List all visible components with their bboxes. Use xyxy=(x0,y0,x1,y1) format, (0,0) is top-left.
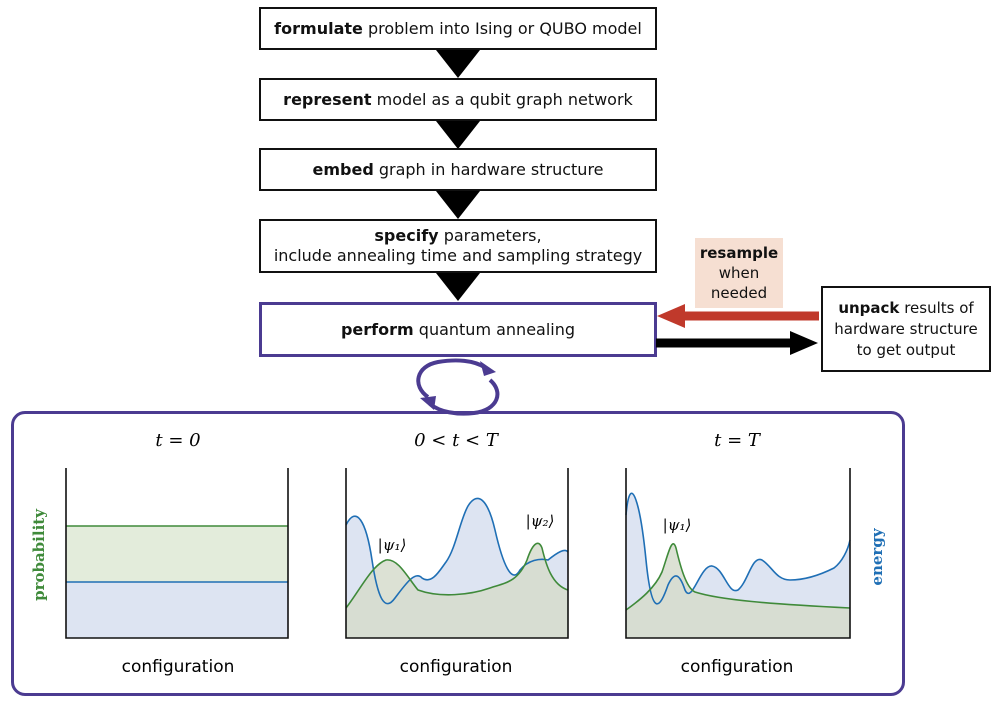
step-unpack: unpack results of hardware structure to … xyxy=(821,286,991,372)
plot-mid-title: 0 < t < T xyxy=(414,430,500,451)
step-specify: specify parameters, include annealing ti… xyxy=(259,219,657,273)
down-arrow-2 xyxy=(436,121,480,149)
energy-axis-label: energy xyxy=(868,527,886,585)
step-represent-text: model as a qubit graph network xyxy=(376,89,633,109)
plot-mid-xlabel: configuration xyxy=(400,657,513,677)
plot-mid: 0 < t < T |ψ₁⟩ |ψ₂⟩ configuration xyxy=(345,430,569,677)
step-represent: represent model as a qubit graph network xyxy=(259,78,657,121)
probability-axis-label: probability xyxy=(30,508,48,601)
plot-mid-energy-curve xyxy=(345,497,569,605)
step-embed-text: graph in hardware structure xyxy=(378,159,604,179)
step-perform-text: quantum annealing xyxy=(418,319,576,339)
plot-final: t = T |ψ₁⟩ configuration xyxy=(625,430,851,677)
plot-final-energy-curve xyxy=(625,492,851,605)
plot-final-probability-curve xyxy=(625,543,851,611)
step-specify-text: parameters, xyxy=(443,226,542,245)
plot-t0-xlabel: configuration xyxy=(122,657,235,677)
plot-mid-probability-fill xyxy=(346,543,568,638)
plot-final-xlabel: configuration xyxy=(681,657,794,677)
step-represent-keyword: represent xyxy=(283,89,372,109)
resample-line2: when xyxy=(718,264,760,282)
down-arrow-4 xyxy=(436,273,480,301)
resample-keyword: resample xyxy=(699,244,779,262)
resample-line3: needed xyxy=(710,284,768,302)
plot-t0: t = 0 configuration xyxy=(65,430,289,677)
unpack-keyword: unpack xyxy=(838,298,900,317)
plot-mid-psi2-label: |ψ₂⟩ xyxy=(526,512,555,530)
unpack-line2: hardware structure xyxy=(834,319,978,338)
step-formulate-text: problem into Ising or QUBO model xyxy=(367,18,642,38)
plot-t0-title: t = 0 xyxy=(155,430,200,451)
step-specify-line2: include annealing time and sampling stra… xyxy=(273,246,643,265)
step-specify-keyword: specify xyxy=(374,226,439,245)
down-arrow-1 xyxy=(436,50,480,78)
plot-mid-psi1-label: |ψ₁⟩ xyxy=(378,536,407,554)
plot-t0-axes xyxy=(65,468,289,639)
step-perform: perform quantum annealing xyxy=(259,302,657,357)
down-arrow-3 xyxy=(436,191,480,219)
annealing-panel xyxy=(11,411,905,696)
resample-note: resample when needed xyxy=(695,238,783,308)
plot-t0-blue-fill xyxy=(66,582,288,638)
plot-final-probability-fill xyxy=(626,543,850,638)
step-embed-keyword: embed xyxy=(312,159,374,179)
step-formulate-keyword: formulate xyxy=(274,18,363,38)
unpack-text: results of xyxy=(904,298,974,317)
plot-final-psi1-label: |ψ₁⟩ xyxy=(663,516,692,534)
plot-final-title: t = T xyxy=(714,430,762,451)
plot-mid-probability-curve xyxy=(345,542,569,609)
step-formulate: formulate problem into Ising or QUBO mod… xyxy=(259,7,657,50)
step-perform-keyword: perform xyxy=(340,319,414,339)
unpack-line3: to get output xyxy=(856,340,956,359)
plot-mid-axes xyxy=(345,468,569,639)
step-embed: embed graph in hardware structure xyxy=(259,148,657,191)
plot-final-axes xyxy=(625,468,851,639)
